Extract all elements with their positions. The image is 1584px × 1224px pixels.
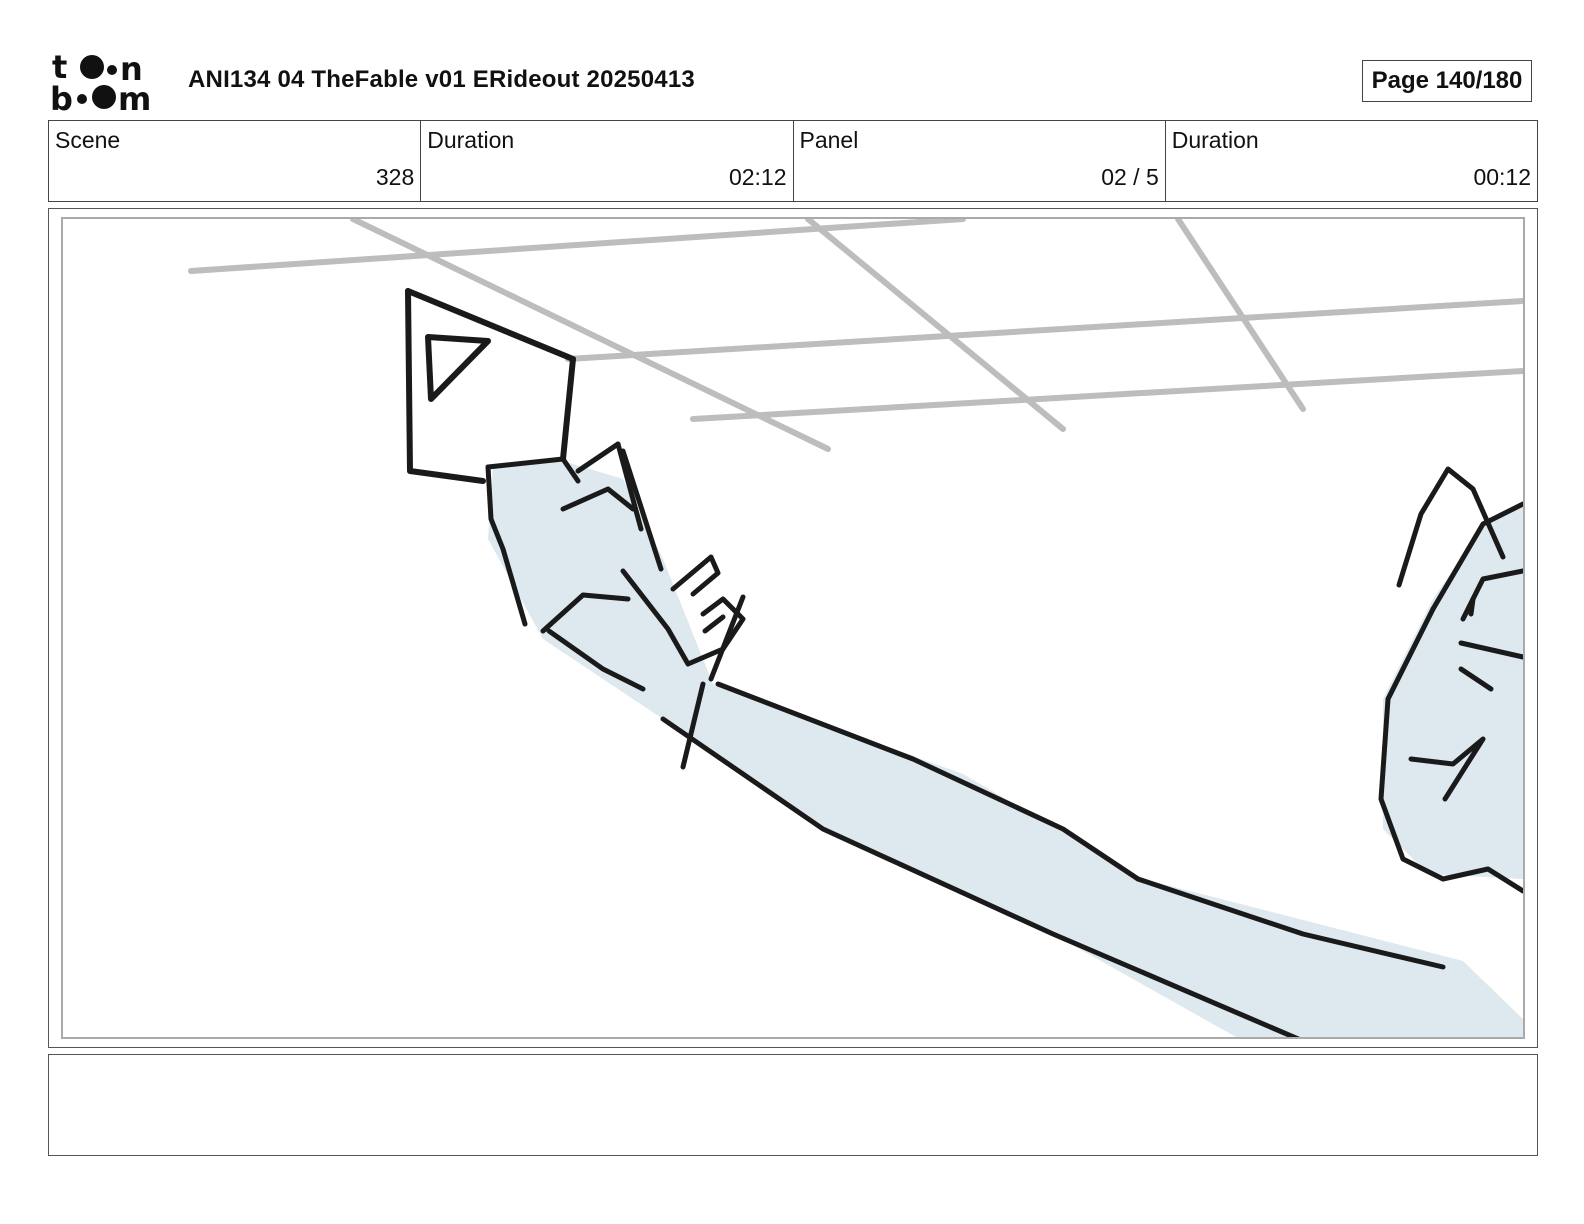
card-sketch <box>405 288 576 484</box>
scene-label: Scene <box>55 127 121 153</box>
panel-duration-label: Duration <box>1171 127 1259 153</box>
document-title: ANI134 04 TheFable v01 ERideout 20250413 <box>188 66 695 93</box>
scene-duration-label: Duration <box>427 127 515 153</box>
storyboard-panel <box>61 217 1525 1039</box>
panel-cell: Panel 02 / 5 <box>794 121 1166 201</box>
panel-duration-cell: Duration 00:12 <box>1166 121 1537 201</box>
info-row: Scene 328 Duration 02:12 Panel 02 / 5 Du… <box>48 120 1538 202</box>
panel-duration-value: 00:12 <box>1473 164 1531 190</box>
character-head-sketch <box>1378 466 1523 894</box>
arm-sketch <box>485 441 1446 1037</box>
head-fill <box>1383 504 1523 879</box>
panel-label: Panel <box>799 127 859 153</box>
arm-fill <box>488 461 1523 1037</box>
svg-text:m: m <box>118 80 151 112</box>
svg-text:b: b <box>50 80 73 112</box>
toonboom-logo: t n b m <box>50 50 151 112</box>
page-number-badge: Page 140/180 <box>1362 60 1532 102</box>
svg-text:n: n <box>120 50 143 88</box>
scene-value: 328 <box>375 164 415 190</box>
notes-box <box>48 1054 1538 1156</box>
storyboard-sketch <box>188 219 1523 1037</box>
panel-value: 02 / 5 <box>1101 164 1159 190</box>
svg-text:t: t <box>52 50 67 86</box>
scene-duration-cell: Duration 02:12 <box>421 121 794 201</box>
scene-cell: Scene 328 <box>49 121 422 201</box>
storyboard-panel-frame <box>48 208 1538 1048</box>
scene-duration-value: 02:12 <box>728 164 787 190</box>
ceiling-grid <box>188 219 1523 452</box>
